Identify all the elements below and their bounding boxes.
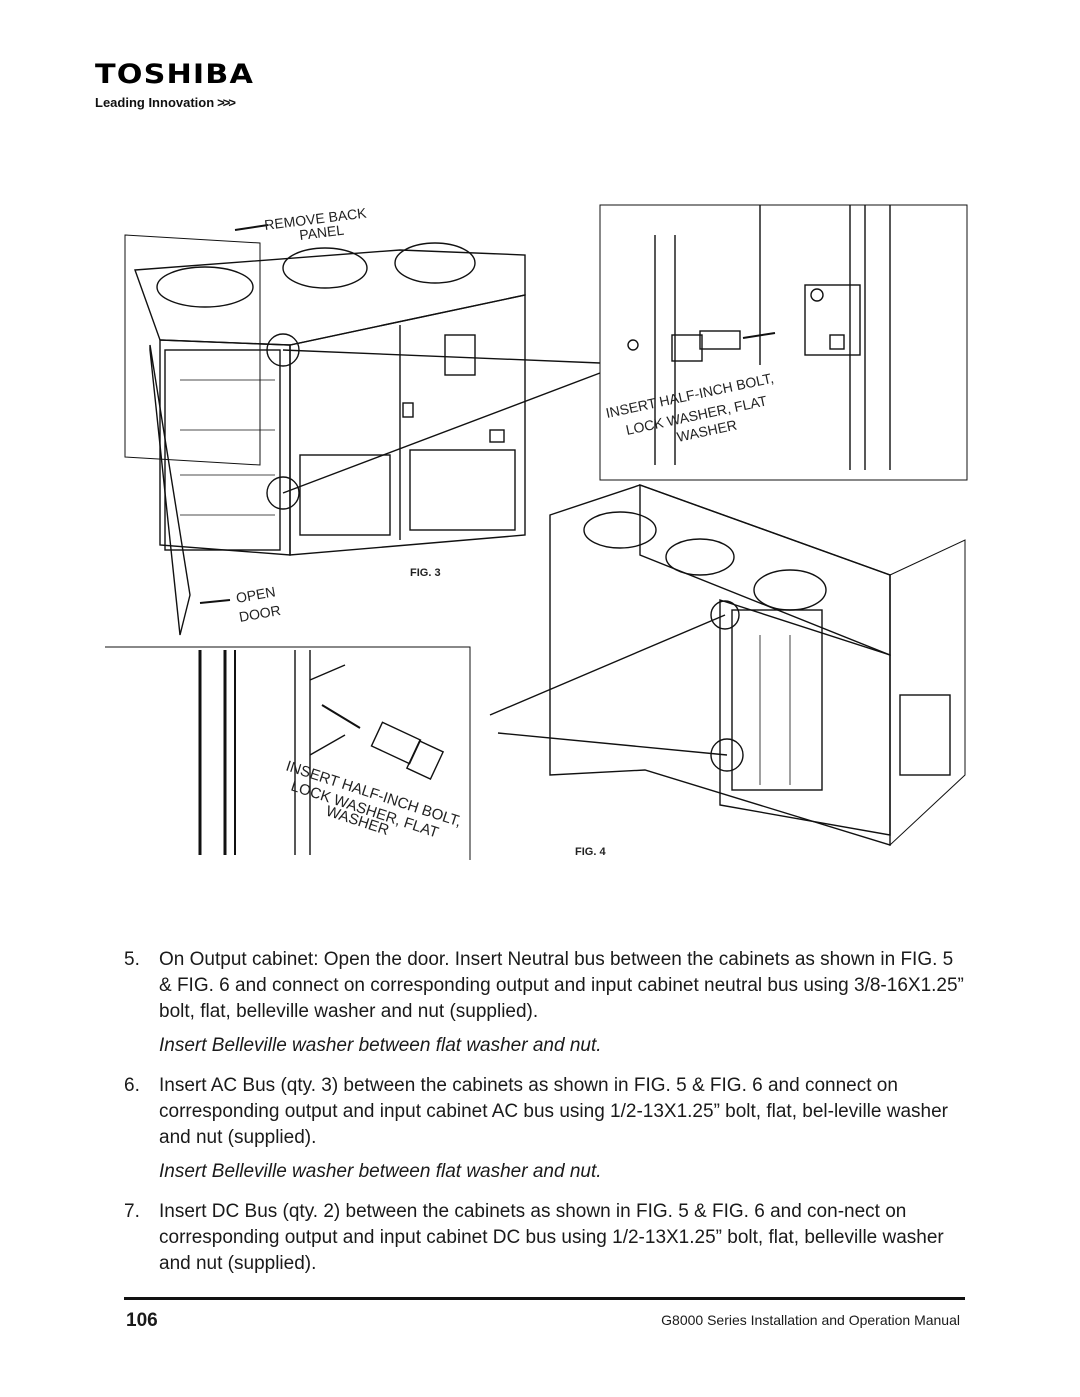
step-5: 5. On Output cabinet: Open the door. Ins… — [124, 947, 964, 1025]
fig3-cabinet-drawing — [124, 224, 601, 636]
callout-open-line1: OPEN — [235, 583, 277, 606]
brand-tagline: Leading Innovation>>> — [95, 95, 237, 110]
fig4-label: FIG. 4 — [575, 846, 606, 858]
brand-name: TOSHIBA — [95, 59, 254, 90]
step-number: 7. — [124, 1201, 140, 1222]
tagline-chevrons: >>> — [217, 95, 236, 110]
footer-rule — [124, 1297, 965, 1300]
step-6: 6. Insert AC Bus (qty. 3) between the ca… — [124, 1073, 964, 1151]
detail-bottom-drawing — [105, 646, 471, 860]
fig4-cabinet-drawing — [489, 484, 966, 847]
callout-remove-back-line2: PANEL — [298, 222, 345, 243]
step-7: 7. Insert DC Bus (qty. 2) between the ca… — [124, 1199, 964, 1277]
step-note: Insert Belleville washer between flat wa… — [159, 1161, 602, 1182]
step-number: 5. — [124, 949, 140, 970]
step-text: On Output cabinet: Open the door. Insert… — [159, 949, 964, 1022]
toshiba-logo: TOSHIBA Leading Innovation>>> — [95, 60, 253, 111]
step-number: 6. — [124, 1075, 140, 1096]
manual-title: G8000 Series Installation and Operation … — [661, 1312, 960, 1328]
callout-open-line2: DOOR — [238, 602, 282, 625]
tagline-text: Leading Innovation — [95, 95, 215, 110]
step-text: Insert AC Bus (qty. 3) between the cabin… — [159, 1075, 948, 1148]
instruction-steps: 5. On Output cabinet: Open the door. Ins… — [124, 947, 964, 1285]
step-note: Insert Belleville washer between flat wa… — [159, 1035, 602, 1056]
step-text: Insert DC Bus (qty. 2) between the cabin… — [159, 1201, 944, 1274]
detail-top-drawing — [599, 204, 968, 481]
page-number: 106 — [126, 1310, 158, 1331]
installation-figure: REMOVE BACK PANEL OPEN DOOR INSERT HALF-… — [100, 195, 980, 875]
fig3-label: FIG. 3 — [410, 567, 441, 579]
